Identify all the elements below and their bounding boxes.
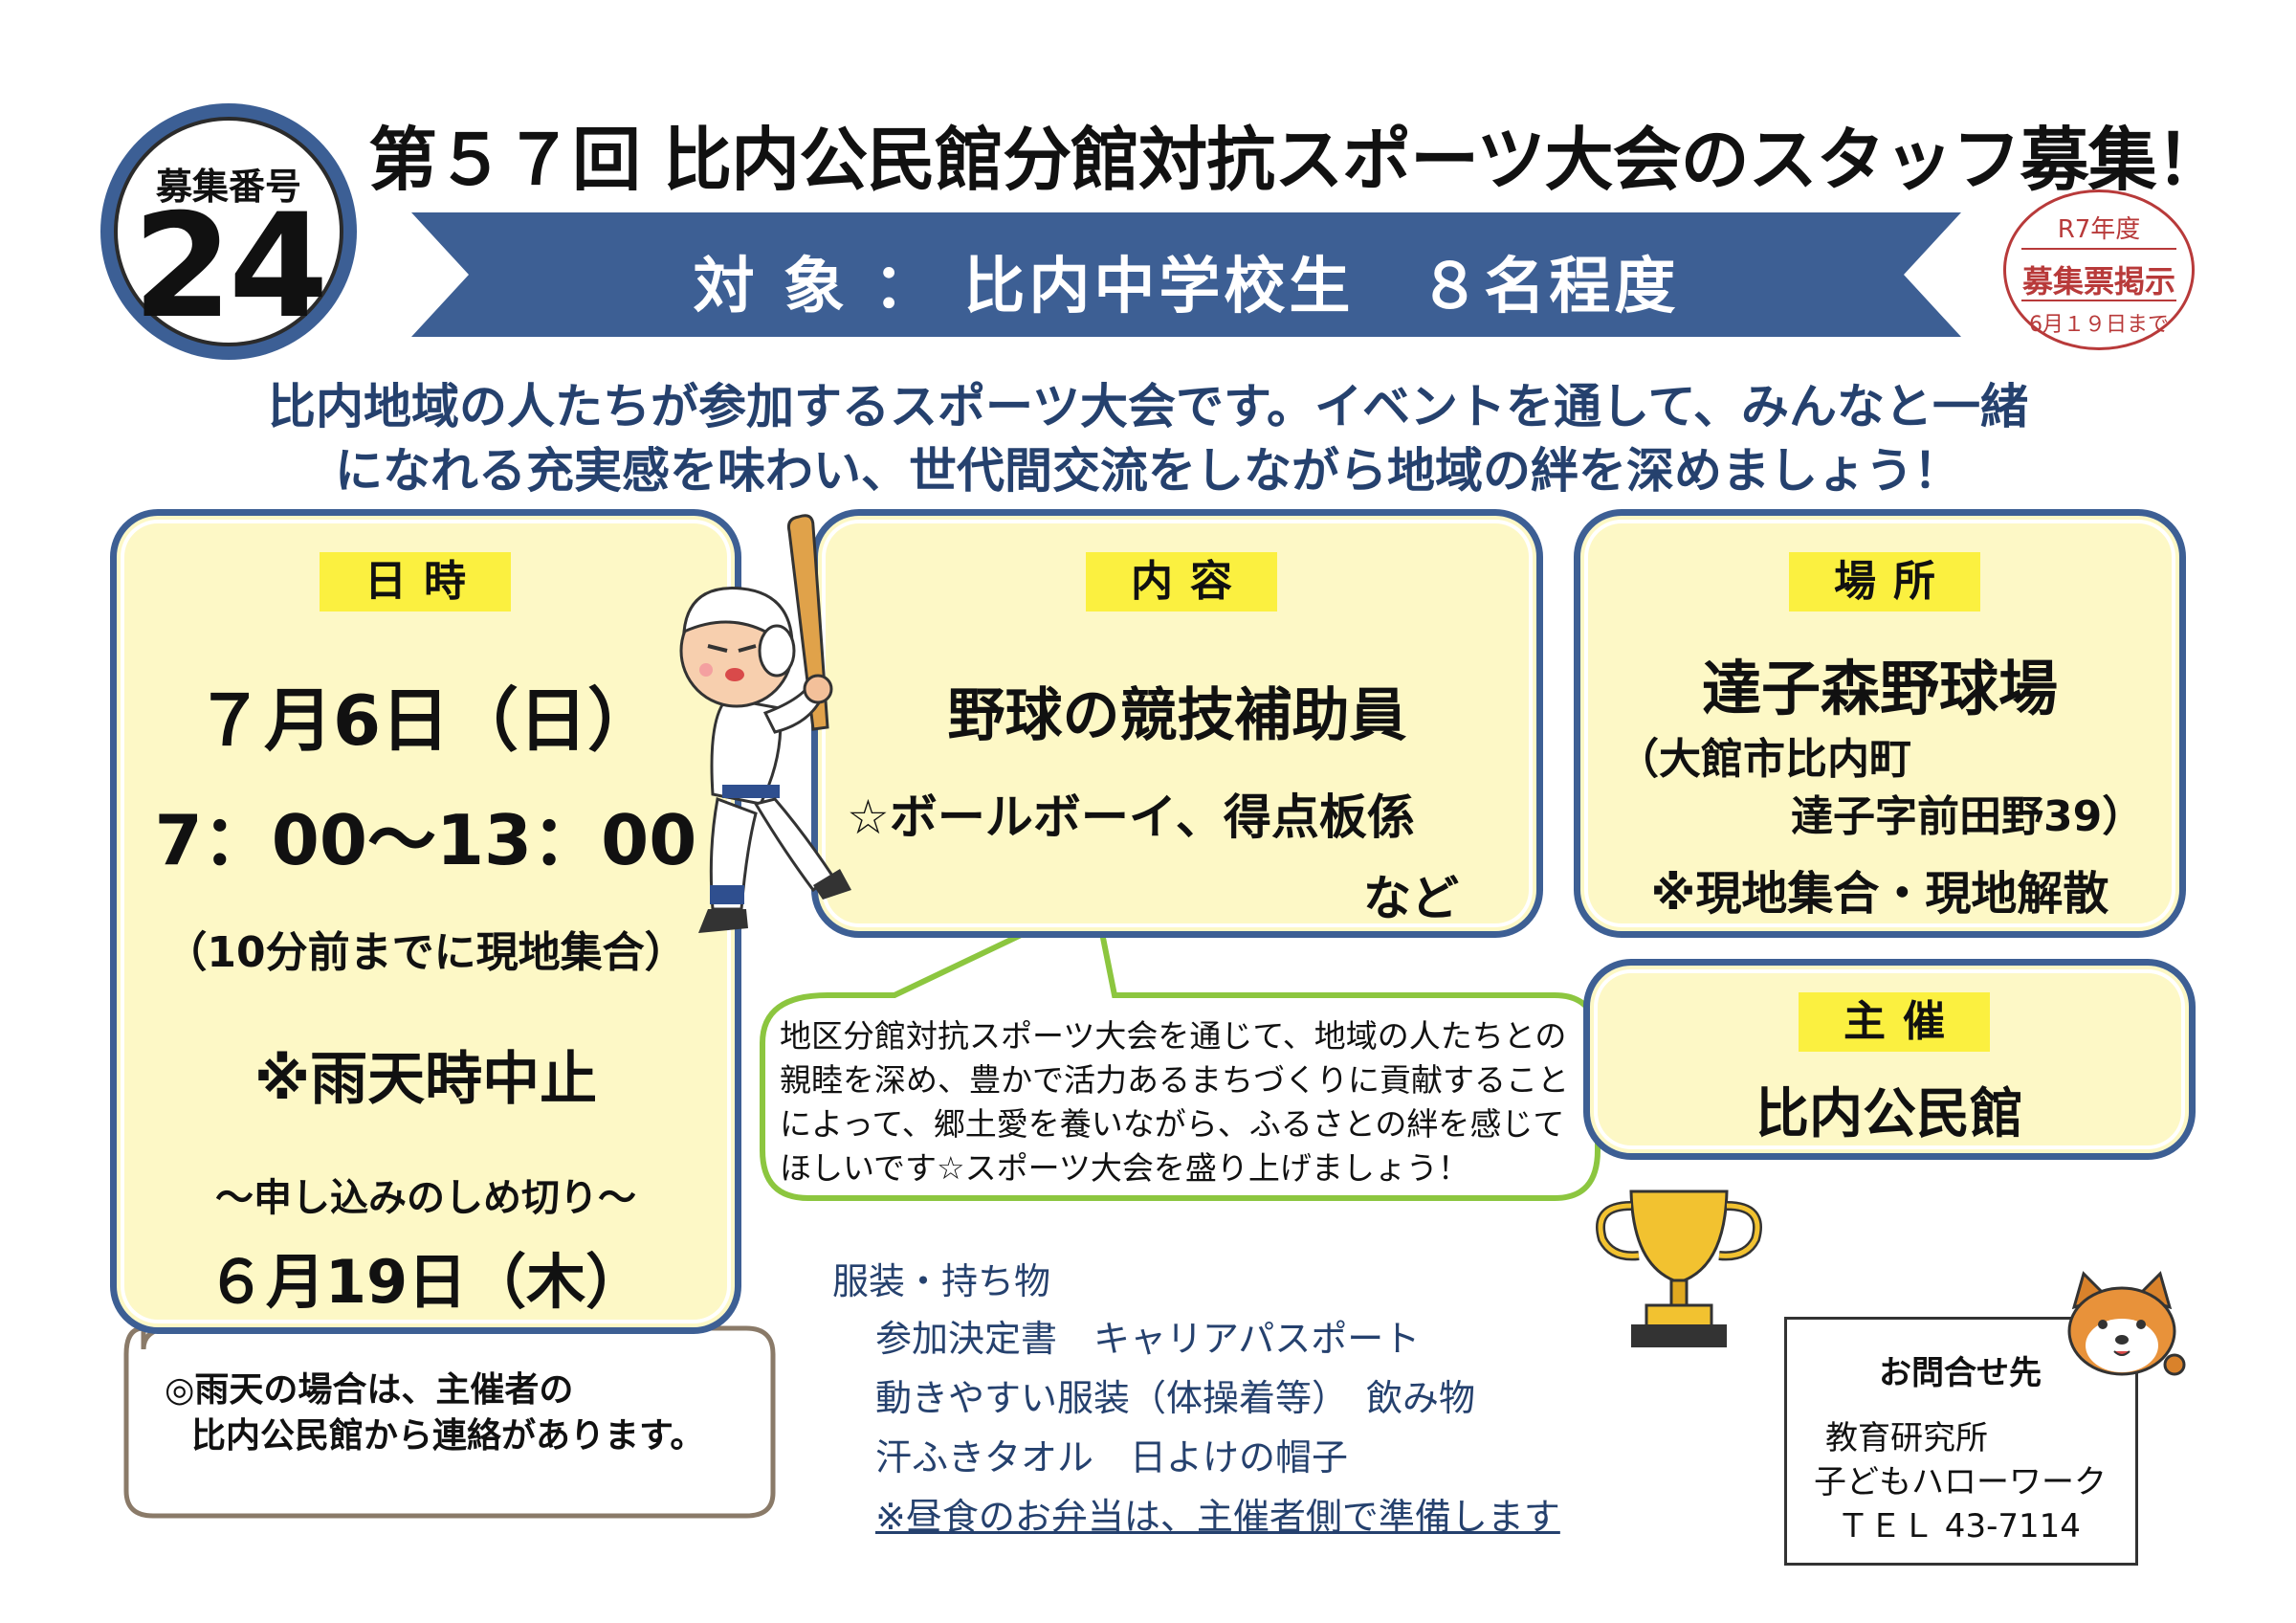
items-heading: 服装・持ち物	[832, 1260, 1051, 1302]
intro-line-2: になれる充実感を味わい、世代間交流をしながら地域の絆を深めましょう！	[335, 443, 1961, 499]
purpose-line-3: によって、郷土愛を養いながら、ふるさとの絆を感じて	[780, 1105, 1565, 1143]
items-line-3: 汗ふきタオル 日よけの帽子	[875, 1436, 1349, 1478]
target-text: 対 象 ： 比内中学校生 ８名程度	[693, 252, 1680, 322]
items-line-2: 動きやすい服装（体操着等） 飲み物	[875, 1377, 1476, 1419]
content-role: 野球の競技補助員	[947, 682, 1407, 749]
contact-org-1: 教育研究所	[1825, 1419, 1988, 1457]
recruit-number-label: 募集番号	[155, 166, 301, 208]
place-name: 達子森野球場	[1701, 654, 2058, 723]
stamp-posting: 募集票掲示	[2021, 263, 2175, 300]
host-box: 主催 比内公民館	[1583, 959, 2196, 1160]
rain-contact-line-1: ◎雨天の場合は、主催者の	[165, 1370, 574, 1410]
purpose-line-4: ほしいです☆スポーツ大会を盛り上げましょう！	[780, 1149, 1469, 1187]
purpose-line-1: 地区分館対抗スポーツ大会を通じて、地域の人たちとの	[780, 1017, 1567, 1055]
host-tag: 主催	[1799, 992, 1990, 1052]
recruit-number-badge: 募集番号 24	[100, 103, 357, 360]
stamp-year: R7年度	[2057, 215, 2141, 244]
content-etc: など	[1363, 871, 1459, 926]
lunch-note: ※昼食のお弁当は、主催者側で準備します	[875, 1496, 1560, 1538]
gather-note: （10分前までに現地集合）	[165, 928, 687, 977]
target-ribbon: 対 象 ： 比内中学校生 ８名程度	[411, 212, 1961, 337]
content-tag: 内容	[1086, 552, 1277, 611]
event-time: 7：00～13：00	[154, 800, 697, 880]
page-title: 第５７回 比内公民館分館対抗スポーツ大会のスタッフ募集！	[368, 120, 2225, 200]
host-name: 比内公民館	[1755, 1083, 2023, 1145]
posting-stamp: R7年度 募集票掲示 6月１９日まで	[2003, 189, 2195, 350]
place-address-2: 達子字前田野39）	[1791, 792, 2145, 841]
rain-cancel-note: ※雨天時中止	[254, 1046, 598, 1113]
datetime-box: 日時 ７月6日（日） 7：00～13：00 （10分前までに現地集合） ※雨天時…	[110, 509, 741, 1334]
contact-org-2: 子どもハローワーク	[1814, 1463, 2107, 1501]
datetime-tag: 日時	[320, 552, 511, 611]
rain-contact-bubble: ◎雨天の場合は、主催者の 比内公民館から連絡があります。	[115, 1311, 784, 1531]
place-tag: 場所	[1789, 552, 1980, 611]
dog-illustration	[2067, 1271, 2186, 1376]
place-box: 場所 達子森野球場 （大館市比内町 達子字前田野39） ※現地集合・現地解散	[1574, 509, 2186, 938]
contact-tel: ＴＥＬ 43-7114	[1837, 1507, 2081, 1545]
recruit-number-value: 24	[132, 184, 329, 350]
contact-heading: お問合せ先	[1879, 1354, 2042, 1392]
trophy-illustration	[1596, 1189, 1762, 1347]
items-line-1: 参加決定書 キャリアパスポート	[875, 1318, 1421, 1360]
baseball-player-illustration	[679, 514, 851, 933]
ribbon-shape	[411, 212, 1961, 337]
deadline-date: ６月19日（木）	[206, 1247, 646, 1317]
content-detail: ☆ボールボーイ、得点板係	[847, 789, 1415, 845]
place-address-1: （大館市比内町	[1617, 735, 1911, 784]
purpose-line-2: 親睦を深め、豊かで活力あるまちづくりに貢献すること	[780, 1061, 1569, 1099]
stamp-until: 6月１９日まで	[2029, 313, 2169, 337]
deadline-label: ～申し込みのしめ切り～	[215, 1176, 636, 1220]
intro-line-1: 比内地域の人たちが参加するスポーツ大会です。イベントを通して、みんなと一緒	[268, 379, 2028, 434]
purpose-bubble: 地区分館対抗スポーツ大会を通じて、地域の人たちとの 親睦を深め、豊かで活力あるま…	[751, 890, 1612, 1215]
event-date: ７月6日（日）	[194, 680, 657, 761]
content-box: 内容 野球の競技補助員 ☆ボールボーイ、得点板係 など	[811, 509, 1543, 938]
place-note: ※現地集合・現地解散	[1650, 867, 2109, 921]
rain-contact-line-2: 比内公民館から連絡があります。	[191, 1416, 705, 1456]
